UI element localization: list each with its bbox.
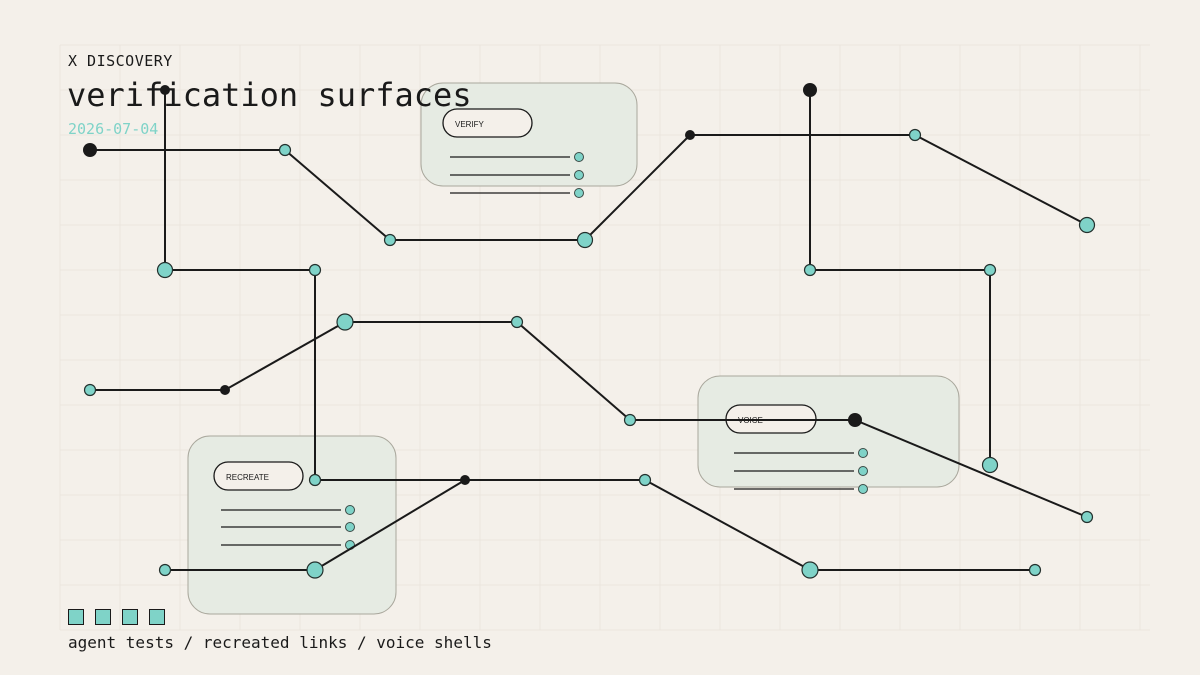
station-node (510, 315, 524, 329)
connector-nodes (83, 83, 1096, 579)
connector-line (314, 479, 466, 571)
junction-node (220, 385, 230, 395)
station-node (1078, 216, 1096, 234)
junction-node (848, 413, 862, 427)
station-node (576, 231, 594, 249)
panel-row-dot (345, 522, 355, 532)
station-node (336, 313, 354, 331)
panel-pill (442, 108, 533, 138)
station-node (158, 563, 172, 577)
junction-node (83, 143, 97, 157)
connector-line (584, 134, 691, 241)
connector-line (914, 134, 1088, 226)
panel-label: VERIFY (455, 120, 485, 129)
legend-square (68, 609, 84, 625)
connector-line (224, 321, 346, 391)
legend-square (149, 609, 165, 625)
station-node (278, 143, 292, 157)
legend-squares (68, 609, 165, 625)
panels-layer: VERIFY VOICE RECREATE (187, 82, 960, 615)
station-node (803, 263, 817, 277)
connector-line (644, 479, 811, 571)
connector-line (284, 149, 391, 241)
station-node (383, 233, 397, 247)
station-node (83, 383, 97, 397)
station-node (1028, 563, 1042, 577)
panel-recreate: RECREATE (187, 435, 397, 615)
junction-node (685, 130, 695, 140)
station-node (983, 263, 997, 277)
kicker-label: X DISCOVERY (68, 52, 173, 70)
station-node (308, 263, 322, 277)
date-label: 2026-07-04 (68, 120, 159, 138)
connector-lines (90, 90, 1088, 571)
page-title: verification surfaces (67, 76, 472, 114)
junction-node (160, 85, 170, 95)
background-grid (59, 44, 1150, 631)
panel-row-dot (858, 448, 868, 458)
panel-row-dot (345, 505, 355, 515)
panel-card (697, 375, 960, 488)
station-node (156, 261, 174, 279)
footer-caption: agent tests / recreated links / voice sh… (68, 633, 492, 652)
panel-row-dot (574, 188, 584, 198)
station-node (908, 128, 922, 142)
station-node (308, 473, 322, 487)
legend-square (95, 609, 111, 625)
station-node (638, 473, 652, 487)
panel-row-dot (858, 484, 868, 494)
station-node (623, 413, 637, 427)
panel-verify: VERIFY (420, 82, 638, 198)
panel-row-dot (858, 466, 868, 476)
panel-pill (213, 461, 304, 491)
station-node (801, 561, 819, 579)
station-node (306, 561, 324, 579)
junction-node (803, 83, 817, 97)
station-node (1080, 510, 1094, 524)
panel-label: RECREATE (226, 473, 269, 482)
panel-row-dot (574, 152, 584, 162)
panel-voice: VOICE (697, 375, 960, 494)
connector-line (516, 321, 631, 421)
legend-square (122, 609, 138, 625)
station-node (981, 456, 999, 474)
connector-line (854, 419, 1088, 518)
junction-node (460, 475, 470, 485)
panel-row-dot (574, 170, 584, 180)
